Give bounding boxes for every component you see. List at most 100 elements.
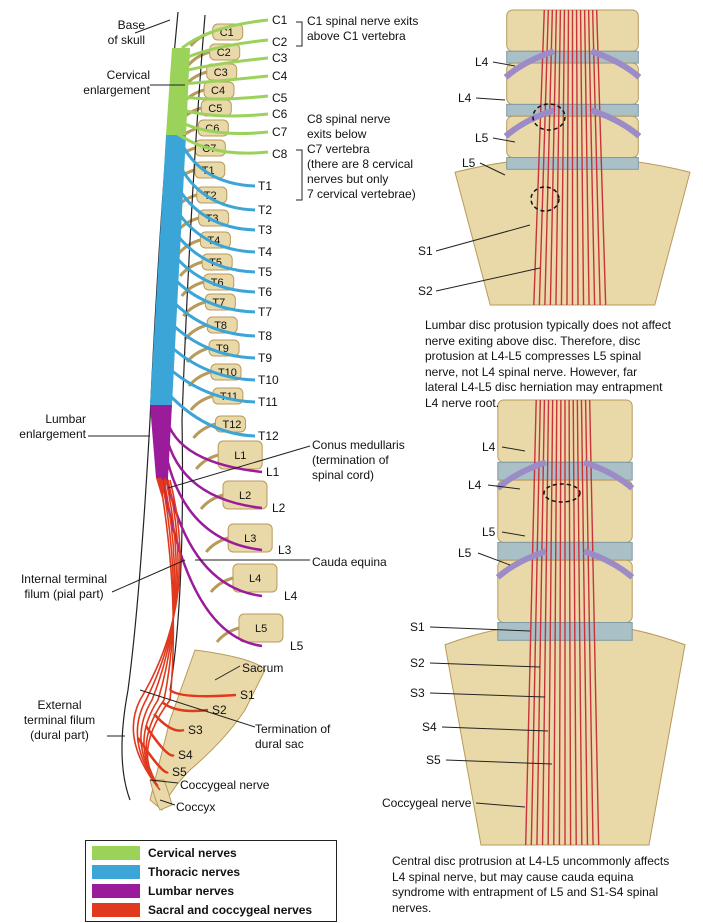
top-right-leader: [475, 97, 506, 101]
top-right-label: L4: [458, 91, 472, 105]
cauda-fiber: [579, 9, 585, 306]
thoracic-nerve-label: T9: [258, 351, 272, 365]
thoracic-nerve-label: T11: [258, 395, 278, 409]
cauda-fiber: [145, 479, 175, 775]
cauda-fiber: [576, 399, 583, 846]
sacral-nerve: [144, 725, 175, 757]
bottom-right-label: S1: [410, 620, 425, 634]
disc-herniation-lateral: [530, 186, 560, 212]
top-right-leader: [479, 162, 506, 176]
sacrum-bone: [149, 649, 266, 811]
bottom-right-leader: [475, 802, 526, 808]
leader-internal-filum: [111, 559, 186, 593]
cervical-nerve: [176, 106, 269, 118]
cauda-fiber: [544, 9, 554, 306]
sacral-nerve: [136, 737, 169, 774]
bottom-right-caption: Central disc protrusion at L4-L5 uncommo…: [392, 854, 670, 915]
lumbar-nerve-label: L1: [266, 465, 280, 479]
bottom-right-leader: [477, 552, 511, 566]
bottom-right-label: S5: [426, 753, 441, 767]
leader-base-skull: [134, 19, 171, 34]
spinous-process: [195, 453, 219, 470]
top-right-label: L4: [475, 55, 489, 69]
coccyx-label: Coccyx: [176, 800, 216, 814]
cauda-fiber: [136, 479, 179, 787]
bracket-c8: [296, 149, 303, 201]
nerve-root: [583, 459, 635, 491]
cauda-fiber: [558, 399, 562, 846]
leader-conus: [167, 445, 311, 489]
legend-item-thoracic: Thoracic nerves: [92, 863, 240, 881]
lumbar-nerve-label: L2: [272, 501, 286, 515]
dura-right-outline: [169, 14, 206, 691]
nerve-root: [590, 48, 642, 80]
cauda-fiber: [538, 9, 550, 306]
bottom-right-label: S2: [410, 656, 425, 670]
thoracic-nerve-label: T3: [258, 223, 272, 237]
lumbar-nerve-label: L4: [284, 589, 298, 603]
disc-herniation-central: [543, 483, 581, 503]
spinous-process: [199, 493, 224, 510]
cauda-fiber: [555, 9, 562, 306]
cauda-fiber: [572, 399, 577, 846]
bottom-right-label: L4: [468, 478, 482, 492]
lumbar-nerve: [163, 409, 263, 474]
top-right-label: L5: [462, 156, 476, 170]
vertebra-label: C5: [208, 103, 222, 115]
thoracic-nerve: [156, 381, 256, 438]
cervical-nerve: [175, 118, 269, 135]
cauda-fiber: [530, 399, 542, 846]
cauda-fiber: [553, 399, 558, 846]
vertebra-label: C2: [217, 47, 231, 59]
cauda-fiber: [541, 399, 550, 846]
cervical-nerve-label: C1: [272, 13, 288, 27]
vertebra-label: L4: [249, 573, 261, 585]
vertebra-label: C3: [214, 67, 228, 79]
cauda-fiber: [536, 399, 546, 846]
nerve-root: [590, 107, 642, 139]
vertebra-label: L3: [244, 533, 256, 545]
vertebra-label: C1: [220, 27, 234, 39]
top-right-label: L5: [475, 131, 489, 145]
bottom-right-leader: [429, 662, 541, 668]
vertebra-label: L2: [239, 490, 251, 502]
thoracic-nerve-label: T8: [258, 329, 272, 343]
bottom-right-leader: [487, 484, 521, 490]
cervical-nerve-label: C7: [272, 125, 288, 139]
thoracic-nerve-label: T4: [258, 245, 272, 259]
spinous-process: [192, 422, 216, 439]
top-right-label: S2: [418, 284, 433, 298]
spinous-process: [209, 576, 234, 593]
sacral-nerve-label: S4: [178, 748, 193, 762]
cervical-nerve-label: C8: [272, 147, 288, 161]
cervical-nerve-label: C3: [272, 51, 288, 65]
lumbar-nerve: [162, 423, 263, 510]
cervical-nerve-label: C5: [272, 91, 288, 105]
sacral-nerve-label: S2: [212, 703, 227, 717]
vertebra-label: L1: [234, 450, 246, 462]
sacral-nerve: [169, 688, 237, 698]
cervical-nerve: [180, 38, 269, 62]
nerve-root: [583, 548, 635, 580]
cervical-nerve: [177, 94, 269, 101]
bottom-right-leader: [429, 692, 546, 698]
top-right-leader: [435, 224, 531, 252]
cauda-fiber: [580, 399, 589, 846]
thoracic-nerve-label: T7: [258, 305, 272, 319]
legend-swatch: [92, 903, 140, 917]
legend: Cervical nerves Thoracic nerves Lumbar n…: [85, 840, 337, 922]
thoracic-nerve: [166, 271, 256, 314]
thoracic-nerve: [164, 293, 256, 338]
cauda-fiber: [568, 399, 572, 846]
cauda-equina-label: Cauda equina: [312, 555, 387, 569]
vertebra-label: T12: [222, 419, 241, 431]
cauda-fiber: [566, 9, 570, 306]
thoracic-nerve: [174, 183, 256, 232]
